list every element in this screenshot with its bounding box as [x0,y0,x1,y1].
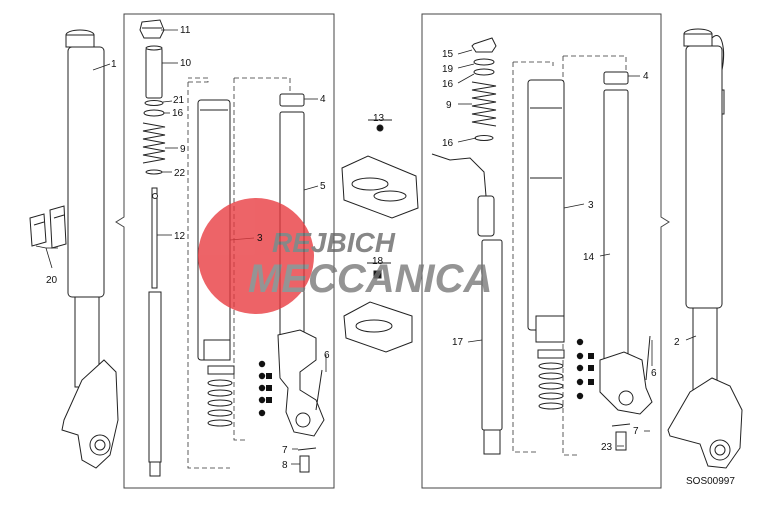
label-part-10: 10 [180,58,192,69]
left-inner-frame [115,13,335,489]
label-part-1: 1 [111,59,117,70]
cartridge-parts-right [431,37,653,455]
drawing-code: SOS00997 [686,476,735,487]
label-part-16-left: 16 [172,108,184,119]
label-part-7-right: 7 [633,426,639,437]
label-part-4-left: 4 [320,94,326,105]
label-part-16-right-top: 16 [442,79,454,90]
label-part-22: 22 [174,168,186,179]
right-inner-frame [421,13,670,489]
right-fork-leg-assembly [667,28,743,469]
label-part-8: 8 [282,460,288,471]
left-fork-leg-assembly [61,29,119,469]
label-part-11: 11 [180,25,191,36]
leader-lines [35,29,697,465]
label-part-9-left: 9 [180,144,186,155]
label-part-2: 2 [674,337,680,348]
label-part-19: 19 [442,64,454,75]
label-part-3-left: 3 [257,233,263,244]
label-part-13: 13 [373,113,385,124]
watermark-logo [198,198,314,314]
dashed-group-outlines [187,55,627,469]
label-part-5: 5 [320,181,326,192]
label-part-12: 12 [174,231,186,242]
label-part-18: 18 [372,256,384,267]
label-part-7-left: 7 [282,445,288,456]
label-part-16-right-bottom: 16 [442,138,454,149]
watermark: REJBICH MECCANICA [198,198,492,314]
label-part-23: 23 [601,442,613,453]
seal-kit-bags [341,119,419,353]
label-part-20: 20 [46,275,58,286]
label-part-6-right: 6 [651,368,657,379]
watermark-line2: MECCANICA [248,257,492,301]
kit-markers-right [576,338,594,400]
part-number-labels: 1 20 11 10 21 16 9 22 12 3 4 5 6 7 8 13 … [46,25,735,487]
label-part-17: 17 [452,337,464,348]
label-part-21: 21 [173,95,185,106]
label-part-3-right: 3 [588,200,594,211]
label-part-4-right: 4 [643,71,649,82]
label-part-6-left: 6 [324,350,330,361]
watermark-line1: REJBICH [272,227,396,258]
label-part-14: 14 [583,252,595,263]
pad-parts [29,205,67,249]
label-part-9-right: 9 [446,100,452,111]
kit-markers-left [258,360,272,417]
label-part-15: 15 [442,49,454,60]
